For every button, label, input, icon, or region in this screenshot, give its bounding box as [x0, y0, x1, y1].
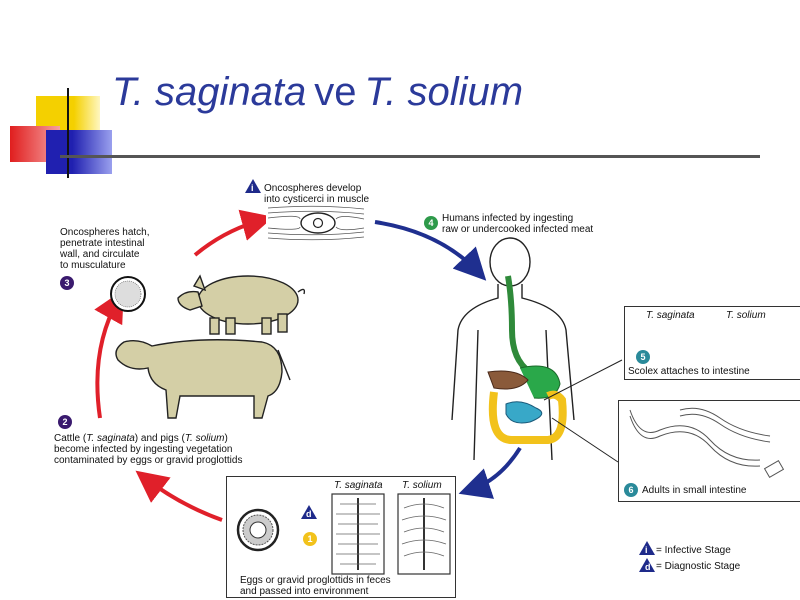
- egg-drawing: [236, 508, 280, 552]
- pointer-to-scolex-box: [543, 359, 623, 401]
- stage-2-badge: 2: [58, 415, 72, 429]
- stage-1-label: Eggs or gravid proglottids in feces and …: [240, 575, 391, 597]
- adult-box: [618, 400, 800, 502]
- stage-3-line1: Oncospheres hatch,: [60, 227, 150, 238]
- diagnostic-triangle-symbol: d: [306, 509, 312, 519]
- stage-3-line3: wall, and circulate: [60, 249, 140, 260]
- legend-diagnostic-triangle: [639, 558, 655, 572]
- oncosphere: [110, 276, 146, 312]
- title-rule: [60, 155, 760, 158]
- stage-3-line4: to musculature: [60, 260, 126, 271]
- arrow-oncosphere-to-muscle: [193, 209, 274, 257]
- stage-1-badge: 1: [303, 532, 317, 546]
- stage-6-label: Adults in small intestine: [642, 485, 747, 496]
- decor-blue-square: [46, 130, 112, 174]
- stage-2-line1-pre: Cattle (: [54, 433, 87, 444]
- stage-2-species-2: T. solium: [184, 433, 225, 444]
- stage-i-line1: Oncospheres develop: [264, 183, 362, 194]
- title-species-1: T. saginata: [112, 70, 307, 114]
- stage-2-line1-post: ): [224, 433, 228, 444]
- arrow-environment-to-cattle: [135, 470, 223, 522]
- stage-i-line2: into cysticerci in muscle: [264, 194, 370, 205]
- stage-5-label: Scolex attaches to intestine: [628, 366, 750, 377]
- stage-2-species-1: T. saginata: [86, 433, 135, 444]
- proglottid-drawings: [331, 493, 451, 575]
- arrow-muscle-to-human: [374, 220, 487, 281]
- stage-3-label: Oncospheres hatch, penetrate intestinal …: [60, 227, 150, 271]
- title-species-2: T. solium: [364, 70, 524, 114]
- diagnostic-stage-triangle: [301, 505, 317, 519]
- pointer-to-adult-box: [551, 417, 619, 463]
- arrow-cattle-to-oncosphere: [94, 289, 124, 419]
- stage-4-badge: 4: [424, 216, 438, 230]
- scolex-species-1: T. saginata: [646, 310, 695, 321]
- scolex-species-2: T. solium: [726, 310, 766, 321]
- stage-i-label: Oncospheres develop into cysticerci in m…: [264, 183, 369, 205]
- stage-2-line3: contaminated by eggs or gravid proglotti…: [54, 455, 243, 466]
- cysticercus-in-muscle: [266, 205, 366, 241]
- legend-infective-triangle: [639, 541, 655, 555]
- legend-infective-symbol: i: [645, 545, 648, 555]
- pig-illustration: [177, 274, 306, 335]
- title-connector: ve: [314, 70, 357, 114]
- proglottid-species-1: T. saginata: [334, 480, 383, 491]
- cattle-illustration: [115, 339, 291, 419]
- decor-vertical-line: [67, 88, 69, 178]
- stage-2-line1: Cattle (T. saginata) and pigs (T. solium…: [54, 433, 242, 444]
- stage-1-line1: Eggs or gravid proglottids in feces: [240, 575, 391, 586]
- legend-infective-label: = Infective Stage: [656, 545, 731, 556]
- stage-6-badge: 6: [624, 483, 638, 497]
- stage-5-badge: 5: [636, 350, 650, 364]
- stage-2-line1-mid: ) and pigs (: [134, 433, 185, 444]
- stage-4-line2: raw or undercooked infected meat: [442, 224, 594, 235]
- stage-1-line2: and passed into environment: [240, 586, 369, 597]
- stage-3-line2: penetrate intestinal: [60, 238, 145, 249]
- legend-diagnostic-label: = Diagnostic Stage: [656, 561, 741, 572]
- stage-3-badge: 3: [60, 276, 74, 290]
- arrow-human-to-environment: [458, 446, 522, 499]
- proglottid-species-2: T. solium: [402, 480, 442, 491]
- stage-2-label: Cattle (T. saginata) and pigs (T. solium…: [54, 433, 242, 466]
- human-illustration: [451, 237, 575, 461]
- legend-diagnostic-symbol: d: [645, 562, 651, 572]
- infective-triangle-symbol: i: [251, 183, 254, 193]
- stage-4-line1: Humans infected by ingesting: [442, 213, 574, 224]
- scolex-box: [624, 306, 800, 380]
- infective-stage-triangle: [245, 179, 261, 193]
- stage-2-line2: become infected by ingesting vegetation: [54, 444, 233, 455]
- environment-box: [226, 476, 456, 598]
- stage-4-label: Humans infected by ingesting raw or unde…: [442, 213, 593, 235]
- digestive-tract: [487, 275, 567, 444]
- adult-worm-drawings: [626, 407, 785, 479]
